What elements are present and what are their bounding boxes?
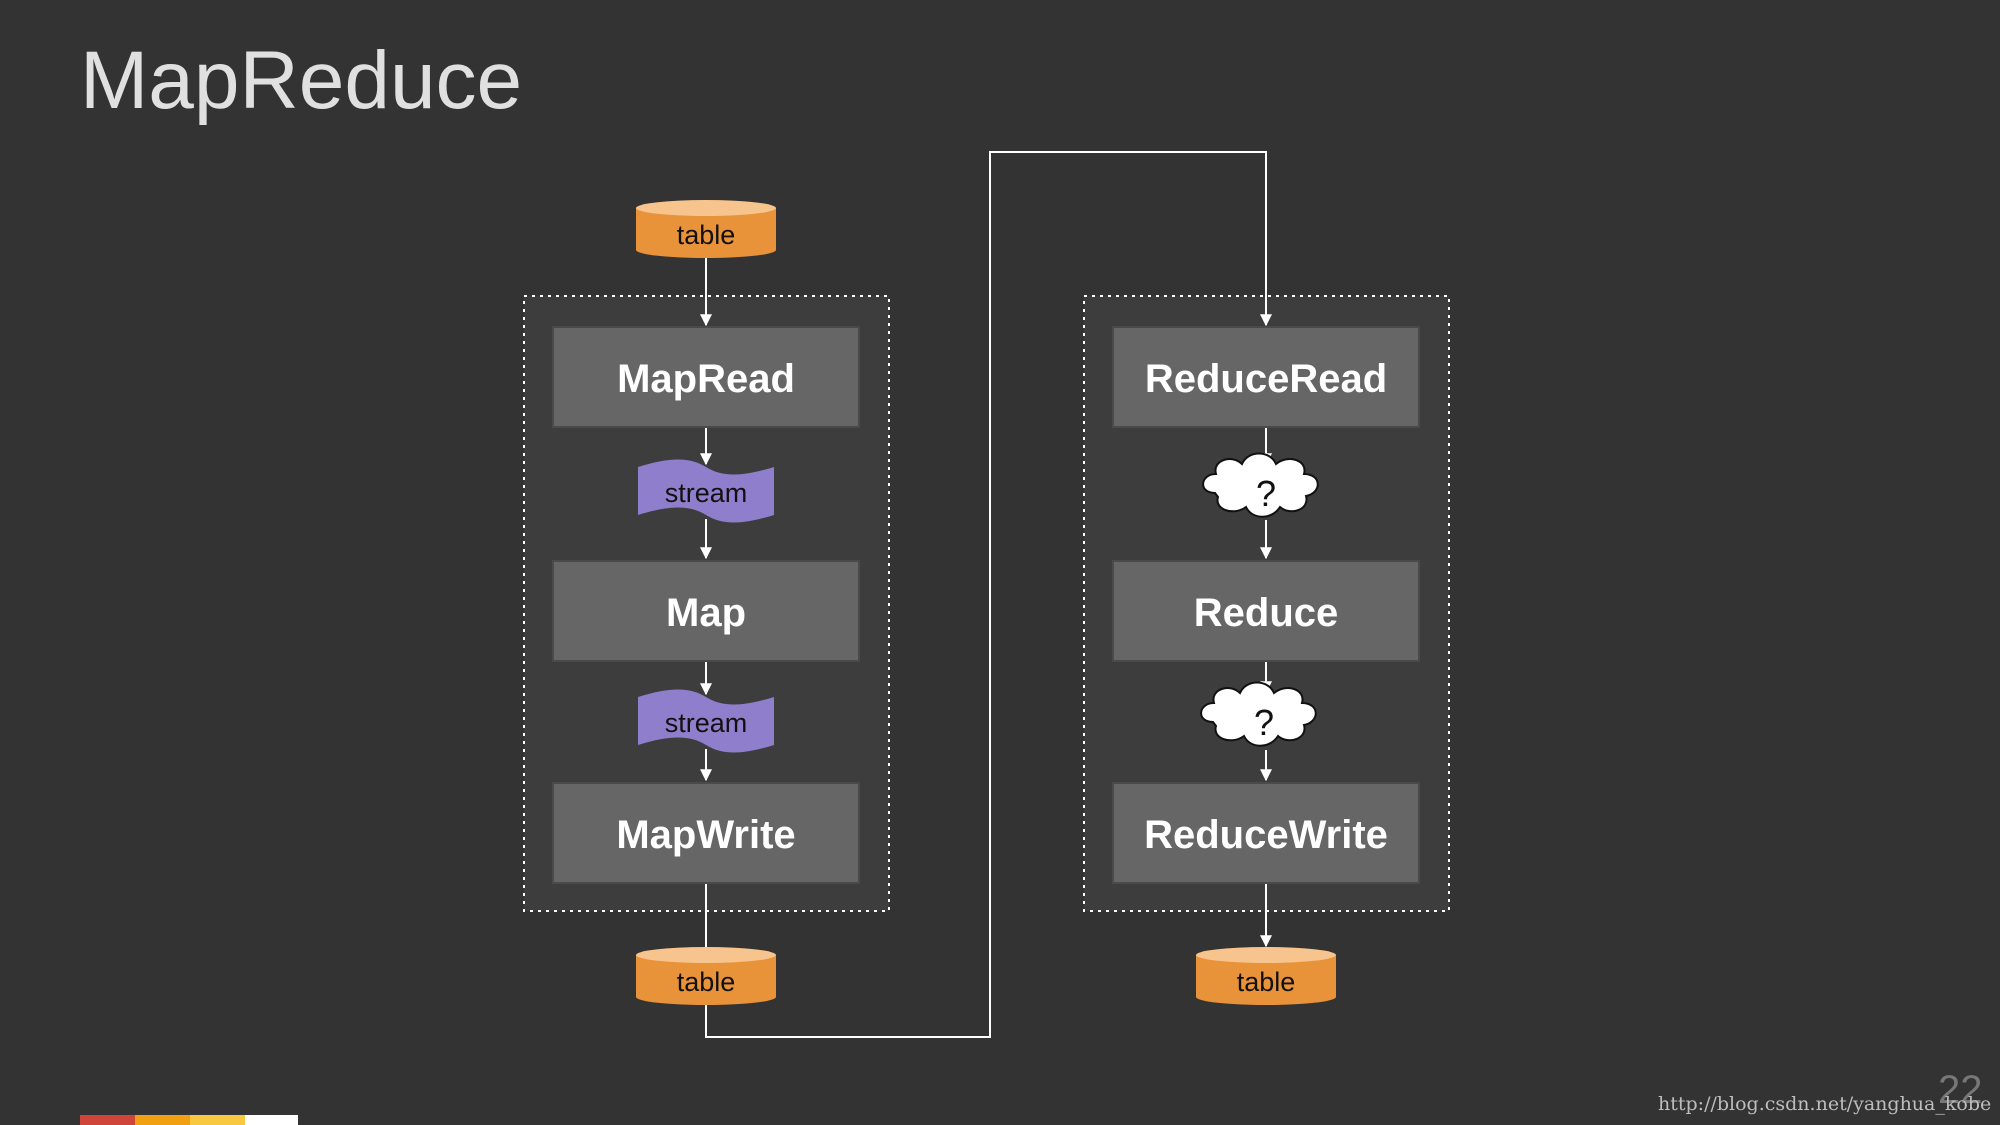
stage-reduce-label: Reduce xyxy=(1194,591,1339,635)
stage-reducewrite: ReduceWrite xyxy=(1112,782,1420,884)
stream-1-label: stream xyxy=(665,478,748,508)
stage-mapread: MapRead xyxy=(552,326,860,428)
stage-reduceread: ReduceRead xyxy=(1112,326,1420,428)
input-table: table xyxy=(636,200,776,258)
unknown-cloud-1-label: ? xyxy=(1256,473,1276,514)
stage-reducewrite-label: ReduceWrite xyxy=(1144,813,1388,857)
reduce-output-table: table xyxy=(1196,947,1336,1005)
watermark-url: http://blog.csdn.net/yanghua_kobe xyxy=(1658,1093,1992,1115)
unknown-cloud-1: ? xyxy=(1202,452,1319,518)
stream-2-label: stream xyxy=(665,708,748,738)
stream-1: stream xyxy=(638,459,774,523)
stream-2: stream xyxy=(638,689,774,753)
unknown-cloud-2: ? xyxy=(1200,681,1317,747)
accent-bar-red xyxy=(80,1115,135,1125)
accent-bar-white xyxy=(245,1115,298,1125)
accent-bar-yellow xyxy=(190,1115,245,1125)
stage-map-label: Map xyxy=(666,591,746,635)
unknown-cloud-2-label: ? xyxy=(1254,702,1274,743)
stage-reduce: Reduce xyxy=(1112,560,1420,662)
map-output-table: table xyxy=(636,947,776,1005)
page-number: 22 xyxy=(1938,1068,1983,1112)
stage-mapwrite: MapWrite xyxy=(552,782,860,884)
stage-mapread-label: MapRead xyxy=(617,357,795,401)
shuffle-connector xyxy=(705,151,1272,1038)
stage-reduceread-label: ReduceRead xyxy=(1145,357,1387,401)
reduce-output-table-label: table xyxy=(1237,967,1296,997)
slide-title: MapReduce xyxy=(80,35,523,126)
stage-mapwrite-label: MapWrite xyxy=(616,813,795,857)
map-output-table-label: table xyxy=(677,967,736,997)
accent-bar-orange xyxy=(135,1115,190,1125)
input-table-label: table xyxy=(677,220,736,250)
stage-map: Map xyxy=(552,560,860,662)
